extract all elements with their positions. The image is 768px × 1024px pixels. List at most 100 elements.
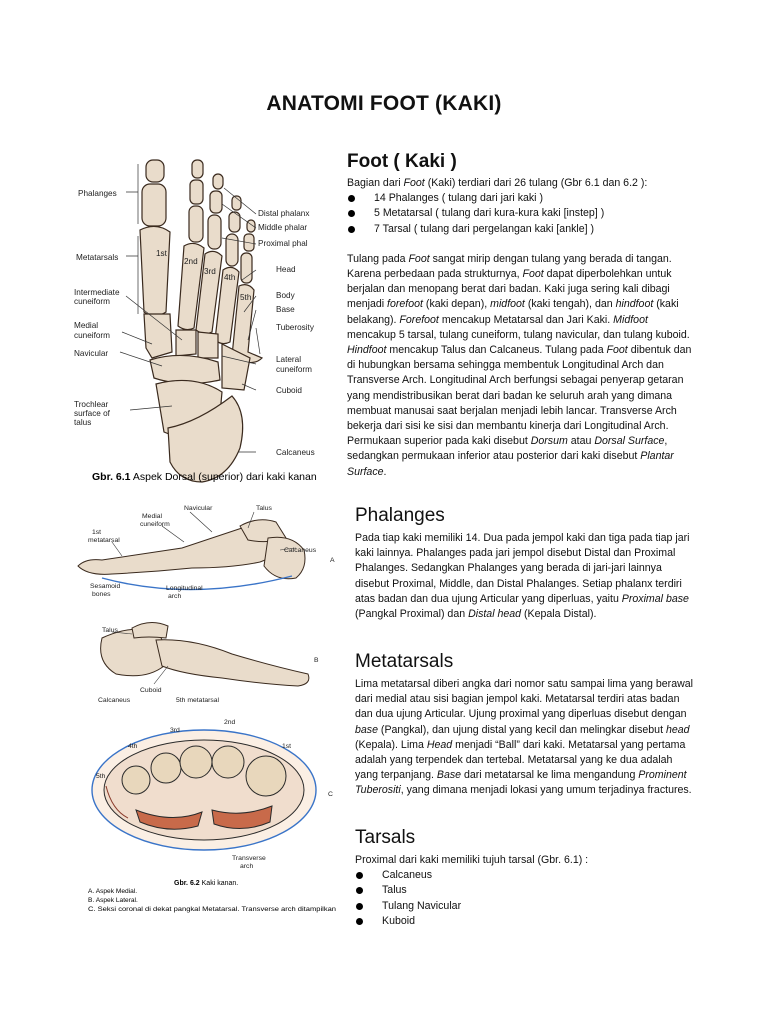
label-trochlear-2: surface of — [74, 409, 111, 418]
paragraph-text: (Pangkal), dan ujung distal yang kecil d… — [377, 723, 666, 736]
foot-bones-drawing — [139, 159, 264, 483]
label-medial: Medial — [74, 321, 98, 330]
label-1st-coronal: 1st — [282, 743, 291, 750]
foot-bullet-list: 14 Phalanges ( tulang dari jari kaki ) 5… — [347, 191, 699, 237]
foot-bullet-text: 14 Phalanges ( tulang dari jari kaki ) — [374, 192, 544, 205]
section-foot: Foot ( Kaki ) Bagian dari Foot (Kaki) te… — [347, 150, 699, 480]
label-calcaneus-lateral: Calcaneus — [98, 697, 131, 704]
paragraph-text: Lima metatarsal diberi angka dari nomor … — [355, 678, 693, 721]
label-view-b: B — [314, 657, 319, 664]
paragraph-text: (Kepala Distal). — [521, 608, 597, 621]
list-item: Tulang Navicular — [355, 899, 697, 914]
bullet-icon — [356, 887, 363, 895]
foot-intro-b: (Kaki) terdiari dari 26 tulang (Gbr 6.1 … — [424, 177, 648, 189]
label-3rd: 3rd — [204, 267, 216, 276]
emphasis-text: midfoot — [490, 298, 525, 311]
paragraph-text: (Kepala). Lima — [355, 738, 427, 751]
label-medial-cuneiform: cuneiform — [74, 331, 110, 340]
heading-tarsals: Tarsals — [355, 827, 416, 848]
figure-6-2-caption-text: Kaki kanan. — [200, 880, 239, 887]
emphasis-text: head — [665, 723, 690, 736]
bullet-icon — [356, 917, 363, 925]
list-item: 7 Tarsal ( tulang dari pergelangan kaki … — [347, 222, 699, 237]
emphasis-text: Plantar Surface — [347, 450, 674, 478]
figure-6-1-dorsal-foot: Phalanges Metatarsals Intermediate cunei… — [74, 159, 317, 483]
emphasis-text: Midfoot — [613, 313, 648, 326]
emphasis-text: Dorsum — [530, 435, 568, 448]
paragraph-text: mencakup Metatarsal dan Jari Kaki. — [438, 313, 614, 326]
label-4th-coronal: 4th — [128, 743, 138, 750]
figure-6-1-caption-text: Aspek Dorsal (superior) dari kaki kanan — [131, 471, 317, 483]
medial-view-drawing — [77, 519, 306, 580]
label-first-metatarsal-1: 1st — [92, 529, 101, 536]
figure-6-1-leader-lines — [119, 164, 261, 453]
label-metatarsals: Metatarsals — [76, 253, 118, 262]
label-sesamoid-2: bones — [92, 591, 111, 598]
paragraph-text: dapat diperbolehkan untuk berjalan dan m… — [347, 268, 672, 311]
emphasis-text: Hindfoot — [347, 344, 387, 357]
paragraph-text: (kaki tengah), dan — [524, 298, 616, 311]
figure-6-2-legend-a: A. Aspek Medial. — [88, 888, 137, 895]
label-middle-phalanx: Middle phalar — [258, 223, 307, 232]
label-proximal-phalanx: Proximal phal — [258, 239, 308, 248]
label-2nd-coronal: 2nd — [224, 719, 236, 726]
label-tuberosity: Tuberosity — [276, 323, 315, 332]
label-base: Base — [276, 305, 295, 314]
phalanges-paragraph: Pada tiap kaki memiliki 14. Dua pada jem… — [355, 531, 697, 622]
label-talus-lateral: Talus — [102, 627, 118, 634]
label-intermediate: Intermediate — [74, 288, 120, 297]
label-calcaneus: Calcaneus — [276, 448, 315, 457]
foot-intro: Bagian dari Foot (Kaki) terdiari dari 26… — [347, 176, 699, 191]
label-first-metatarsal-2: metatarsal — [88, 537, 120, 544]
paragraph-text: Tulang pada — [347, 252, 409, 265]
label-view-c: C — [328, 791, 333, 798]
emphasis-text: forefoot — [387, 298, 423, 311]
label-sesamoid-1: Sesamoid — [90, 583, 120, 590]
label-transverse-2: arch — [240, 863, 253, 870]
label-cuboid: Cuboid — [276, 386, 302, 395]
list-item: Kuboid — [355, 914, 697, 929]
label-4th: 4th — [224, 273, 236, 282]
emphasis-text: Prominent Tuberositi — [355, 769, 687, 797]
foot-bullet-text: 7 Tarsal ( tulang dari pergelangan kaki … — [374, 222, 595, 235]
paragraph-text: , yang dimana menjadi lokasi yang umum t… — [400, 784, 692, 797]
label-medial-cuneiform-1: Medial — [142, 513, 163, 520]
metatarsals-paragraph: Lima metatarsal diberi angka dari nomor … — [355, 677, 697, 799]
page-title: ANATOMI FOOT (KAKI) — [266, 92, 502, 115]
paragraph-text: mencakup Talus dan Calcaneus. Tulang pad… — [386, 344, 607, 357]
lateral-view-drawing — [100, 622, 310, 687]
section-metatarsals: Metatarsals Lima metatarsal diberi angka… — [355, 650, 697, 799]
tarsals-intro: Proximal dari kaki memiliki tujuh tarsal… — [355, 854, 589, 866]
label-phalanges: Phalanges — [78, 189, 117, 198]
label-fifth-metatarsal: 5th metatarsal — [176, 697, 220, 704]
emphasis-text: Head — [426, 738, 453, 751]
bullet-icon — [356, 872, 363, 880]
paragraph-text: atau — [567, 435, 595, 448]
label-lateral-cuneiform: cuneiform — [276, 365, 312, 374]
emphasis-text: Distal head — [468, 608, 522, 621]
label-transverse-1: Transverse — [232, 855, 266, 862]
figure-6-2-caption-number: Gbr. 6.2 — [174, 880, 200, 887]
label-navicular-medial: Navicular — [184, 505, 213, 512]
foot-intro-em: Foot — [403, 177, 425, 189]
figure-6-1-caption-number: Gbr. 6.1 — [92, 471, 131, 483]
list-item: 14 Phalanges ( tulang dari jari kaki ) — [347, 191, 699, 206]
label-calcaneus-medial: Calcaneus — [284, 547, 317, 554]
emphasis-text: Base — [436, 769, 462, 782]
paragraph-text: Pada tiap kaki memiliki 14. Dua pada jem… — [355, 532, 690, 605]
label-head: Head — [276, 265, 296, 274]
paragraph-text: , sedangkan permukaan inferior atau post… — [347, 435, 668, 463]
emphasis-text: Foot — [522, 268, 544, 281]
tarsals-bullet-text: Kuboid — [382, 914, 415, 927]
paragraph-text: (kaki belakang). — [347, 298, 679, 326]
foot-intro-a: Bagian dari — [347, 177, 404, 189]
foot-bullet-text: 5 Metatarsal ( tulang dari kura-kura kak… — [374, 207, 605, 220]
bullet-icon — [348, 225, 355, 233]
paragraph-text: menjadi “Ball” dari kaki. Metatarsal yan… — [355, 738, 686, 782]
label-5th: 5th — [240, 293, 252, 302]
figure-6-2-leader-lines — [111, 511, 297, 685]
list-item: 5 Metatarsal ( tulang dari kura-kura kak… — [347, 206, 699, 221]
section-tarsals: Tarsals Proximal dari kaki memiliki tuju… — [355, 826, 697, 929]
figure-6-1-caption: Gbr. 6.1 Aspek Dorsal (superior) dari ka… — [92, 471, 317, 483]
tarsals-bullet-text: Talus — [382, 884, 407, 897]
